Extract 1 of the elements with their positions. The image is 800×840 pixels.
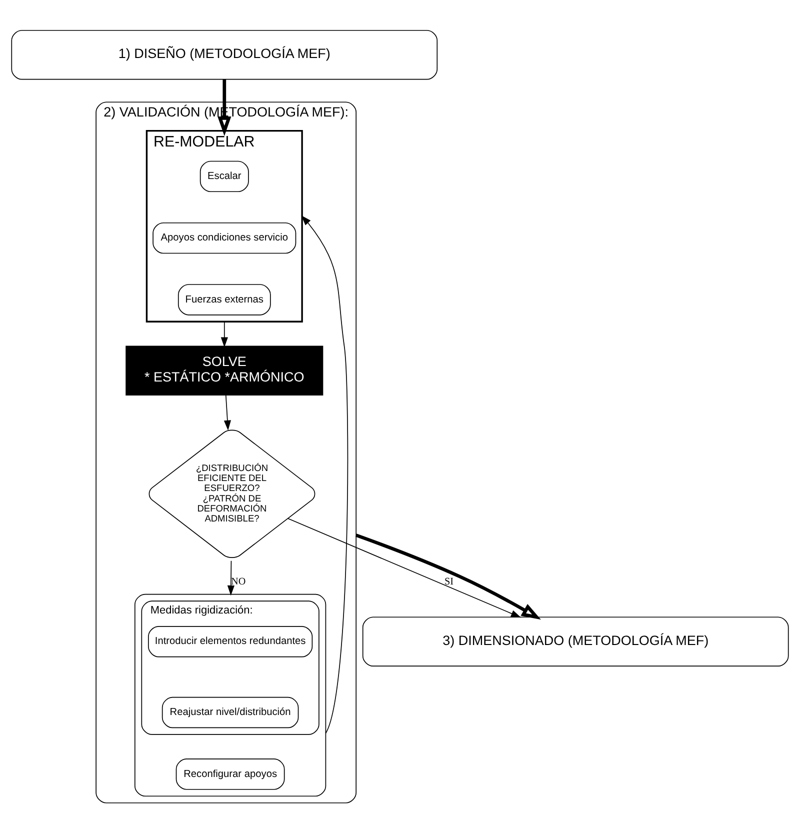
edge-label: SI [444, 576, 454, 588]
